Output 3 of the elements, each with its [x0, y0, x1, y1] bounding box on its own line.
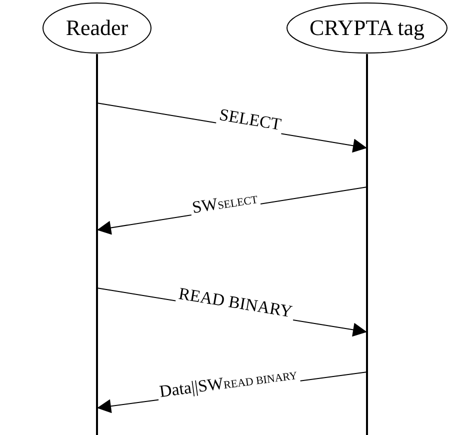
participant-label: CRYPTA tag: [310, 14, 424, 42]
participant-label: Reader: [66, 14, 128, 42]
participant-lifeline: [42, 2, 152, 435]
